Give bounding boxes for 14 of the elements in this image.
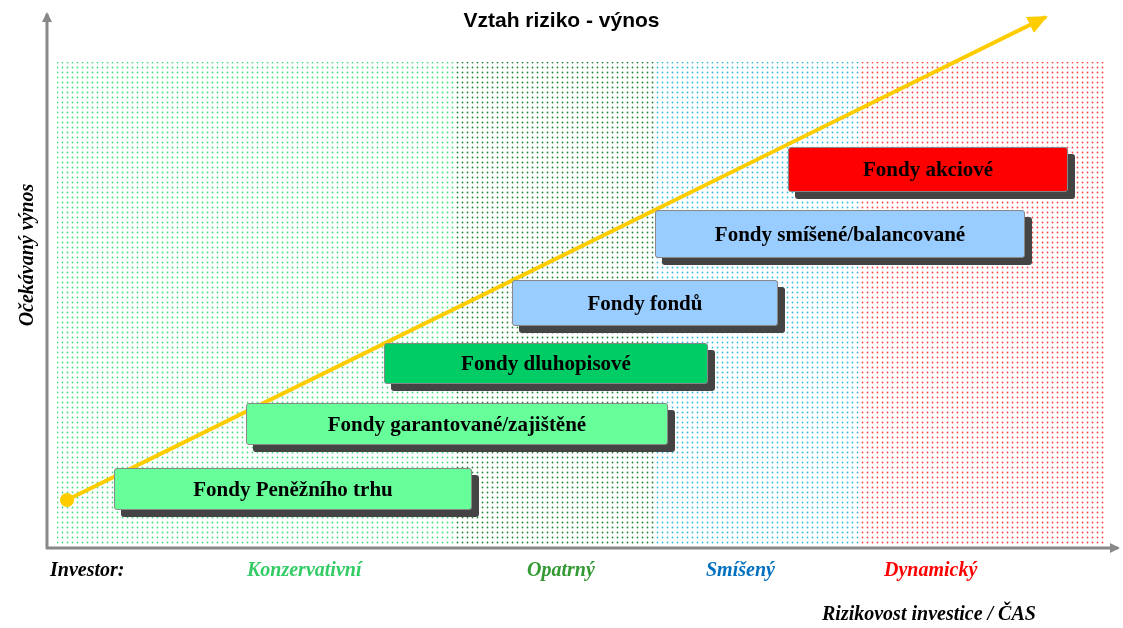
fund-label: Fondy akciové — [862, 157, 994, 182]
fund-label: Fondy dluhopisové — [461, 351, 631, 376]
investor-label: Investor: — [50, 558, 125, 581]
chart-title: Vztah riziko - výnos — [462, 8, 661, 32]
fund-label: Fondy garantované/zajištěné — [327, 411, 587, 437]
fund-label: Fondy fondů — [587, 290, 703, 316]
investor-type: Dynamický — [884, 558, 978, 581]
y-axis-label: Očekávaný výnos — [14, 183, 38, 327]
investor-type: Konzervativní — [247, 558, 362, 581]
investor-type: Smíšený — [706, 558, 775, 581]
x-axis-label: Rizikovost investice / ČAS — [822, 602, 1036, 625]
fund-label: Fondy smíšené/balancované — [714, 221, 966, 247]
investor-type: Opatrný — [527, 558, 595, 581]
fund-label: Fondy Peněžního trhu — [193, 476, 393, 502]
